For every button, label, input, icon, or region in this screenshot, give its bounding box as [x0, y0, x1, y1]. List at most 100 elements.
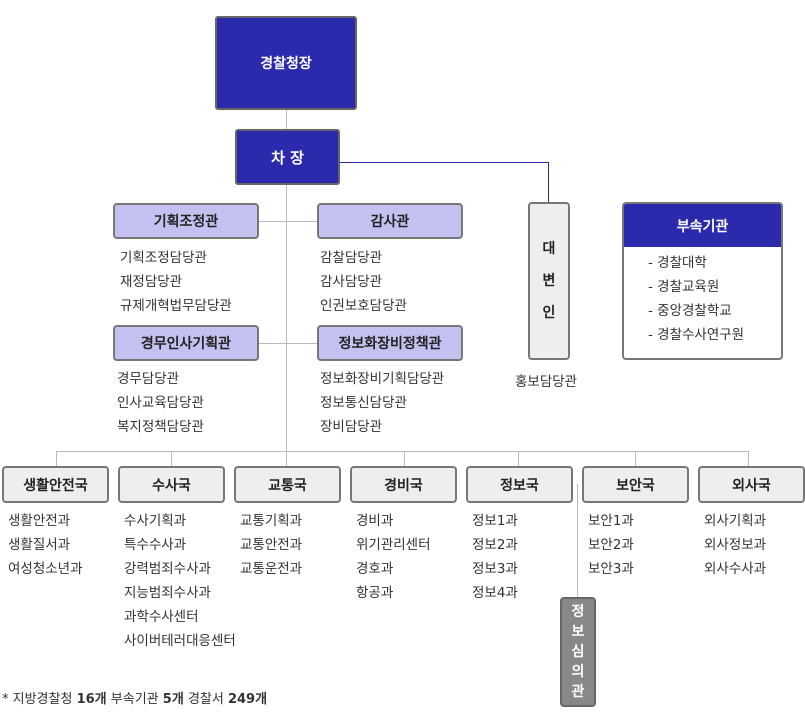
bureau-bus-line: [56, 451, 749, 452]
bureau-label: 정보국: [500, 477, 539, 494]
list-item: 교통기획과: [240, 513, 303, 529]
list-item: 생활안전과: [8, 513, 71, 529]
affiliated-agencies-list: - 경찰대학 - 경찰교육원 - 중앙경찰학교 - 경찰수사연구원: [624, 247, 781, 347]
bureau-box[interactable]: 외사국: [698, 466, 805, 503]
affiliated-agencies-title: 부속기관: [624, 204, 781, 247]
bureau-drop: [635, 451, 636, 466]
bureau-label: 생활안전국: [23, 477, 88, 494]
list-item: 재정담당관: [120, 274, 183, 290]
planning-office-list: 기획조정담당관 재정담당관 규제개혁법무담당관: [120, 246, 232, 318]
it-office-label: 정보화장비정책관: [338, 336, 442, 352]
personnel-office-box[interactable]: 경무인사기획관: [113, 325, 259, 361]
list-item: 사이버테러대응센터: [124, 633, 236, 649]
list-item: 외사정보과: [704, 537, 767, 553]
char: 정: [571, 604, 585, 620]
bureau-drop: [748, 451, 749, 466]
footer-text: 부속기관: [110, 692, 159, 707]
list-item: 인권보호담당관: [320, 298, 407, 314]
list-item: 정보4과: [472, 585, 518, 601]
char: 의: [571, 664, 585, 680]
list-item: 경호과: [356, 561, 394, 577]
list-item: 규제개혁법무담당관: [120, 298, 232, 314]
bureau-box[interactable]: 경비국: [350, 466, 457, 503]
bureau-box[interactable]: 수사국: [118, 466, 225, 503]
list-item[interactable]: - 중앙경찰학교: [648, 303, 732, 319]
personnel-office-label: 경무인사기획관: [140, 336, 232, 352]
bureau-label: 경비국: [384, 477, 423, 494]
deputy-box[interactable]: 차 장: [235, 129, 340, 185]
intel-review-box[interactable]: 정 보 심 의 관: [560, 597, 596, 707]
bureau-label: 보안국: [616, 477, 655, 494]
bureau-drop: [404, 451, 405, 466]
office-connector-2: [259, 343, 317, 344]
char: 관: [571, 684, 585, 700]
bureau-label: 교통국: [268, 477, 307, 494]
list-item[interactable]: - 경찰교육원: [648, 279, 720, 295]
list-item: 외사기획과: [704, 513, 767, 529]
char: 심: [571, 644, 585, 660]
list-item: 위기관리센터: [356, 537, 431, 553]
asterisk: *: [2, 692, 9, 707]
list-item: 정보1과: [472, 513, 518, 529]
list-item: 정보통신담당관: [320, 395, 407, 411]
planning-office-label: 기획조정관: [153, 214, 219, 230]
spokesperson-connector-v: [548, 162, 549, 202]
audit-office-label: 감사관: [370, 214, 410, 230]
list-item: 정보2과: [472, 537, 518, 553]
spokesperson-connector-h: [340, 162, 549, 163]
list-item: 인사교육담당관: [117, 395, 204, 411]
list-item: 여성청소년과: [8, 561, 83, 577]
list-item: 항공과: [356, 585, 394, 601]
pr-office-label: 홍보담당관: [515, 374, 578, 390]
office-connector-1: [259, 221, 317, 222]
bureau-label: 수사국: [152, 477, 191, 494]
audit-office-box[interactable]: 감사관: [317, 203, 463, 239]
list-item: 보안3과: [588, 561, 634, 577]
list-item: 외사수사과: [704, 561, 767, 577]
list-item: 지능범죄수사과: [124, 585, 211, 601]
commissioner-box[interactable]: 경찰청장: [215, 16, 357, 110]
list-item[interactable]: - 경찰대학: [648, 255, 707, 271]
footer-note: * 지방경찰청 16개 부속기관 5개 경찰서 249개: [2, 688, 267, 707]
list-item: 강력범죄수사과: [124, 561, 211, 577]
bureau-drop: [56, 451, 57, 466]
list-item: 교통안전과: [240, 537, 303, 553]
list-item: 교통운전과: [240, 561, 303, 577]
it-office-box[interactable]: 정보화장비정책관: [317, 325, 463, 361]
list-item: 경비과: [356, 513, 394, 529]
list-item: 수사기획과: [124, 513, 187, 529]
bureau-drop: [171, 451, 172, 466]
spokesperson-box[interactable]: 대 변 인: [528, 202, 570, 360]
bureau-box[interactable]: 정보국: [466, 466, 573, 503]
list-item: 과학수사센터: [124, 609, 199, 625]
audit-office-list: 감찰담당관 감사담당관 인권보호담당관: [320, 246, 407, 318]
bureau-box[interactable]: 교통국: [234, 466, 341, 503]
footer-count: 16개: [76, 692, 107, 707]
list-item: 보안1과: [588, 513, 634, 529]
bureau-drop: [286, 451, 287, 466]
list-item: 정보화장비기획담당관: [320, 371, 445, 387]
list-item: 보안2과: [588, 537, 634, 553]
bureau-box[interactable]: 보안국: [582, 466, 689, 503]
char: 보: [571, 624, 585, 640]
planning-office-box[interactable]: 기획조정관: [113, 203, 259, 239]
intel-review-connector: [577, 484, 578, 597]
list-item: 기획조정담당관: [120, 250, 207, 266]
bureau-box[interactable]: 생활안전국: [2, 466, 109, 503]
footer-text: 경찰서: [187, 692, 224, 707]
list-item: 특수수사과: [124, 537, 187, 553]
list-item[interactable]: - 경찰수사연구원: [648, 327, 745, 343]
trunk-line: [286, 110, 287, 451]
char: 대: [542, 241, 556, 257]
list-item: 복지정책담당관: [117, 419, 204, 435]
it-office-list: 정보화장비기획담당관 정보통신담당관 장비담당관: [320, 367, 444, 439]
char: 인: [542, 305, 556, 321]
list-item: 감사담당관: [320, 274, 383, 290]
